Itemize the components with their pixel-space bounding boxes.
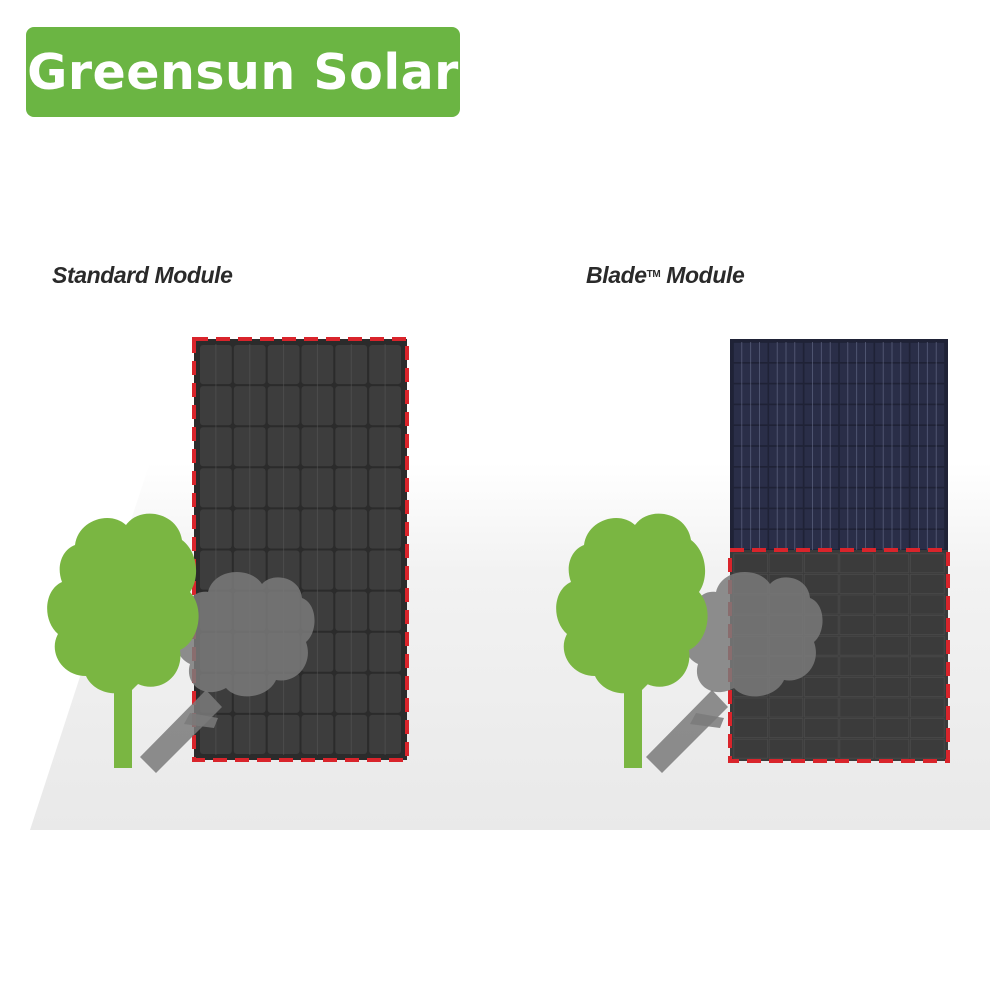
blade-shaded-cell [839,656,874,677]
blade-shaded-cell [804,677,839,697]
blade-shaded-cell [733,738,768,759]
tree-left [47,513,199,768]
blade-shaded-cell [874,697,910,718]
blade-shaded-cell [733,697,768,718]
tree-shadow-canopy [175,572,315,697]
blade-shaded-cell [839,677,874,697]
blade-shaded-cell [874,738,910,759]
blade-shaded-cell [839,553,874,574]
blade-shaded-cell [733,718,768,738]
blade-shaded-cell [768,697,804,718]
blade-shaded-cell [874,635,910,656]
blade-module-label: BladeTM Module [586,262,745,289]
blade-shaded-cell [839,635,874,656]
blade-shaded-cell [768,738,804,759]
trademark-mark: TM [646,269,661,280]
blade-shaded-cell [874,677,910,697]
tree-right-canopy [556,513,708,694]
blade-shaded-cell [910,594,945,615]
module-word: Module [660,262,745,288]
blade-shaded-cell [839,574,874,594]
blade-shaded-cell [804,738,839,759]
tree-shadow-trunk [646,690,728,773]
blade-shaded-cell [839,594,874,615]
tree-right [556,513,708,768]
blade-shaded-cell [874,594,910,615]
blade-shaded-cell [768,718,804,738]
tree-shadow-trunk [140,690,222,773]
tree-shadow-blade [646,572,823,773]
blade-shaded-cell [804,718,839,738]
blade-shaded-cell [874,615,910,635]
blade-shaded-cell [910,553,945,574]
blade-shaded-cell [910,677,945,697]
blade-shaded-cell [804,574,839,594]
blade-shaded-cell [910,574,945,594]
blade-name: Blade [586,262,647,288]
brand-badge: Greensun Solar [26,27,460,117]
blade-shaded-cell [910,656,945,677]
blade-shaded-cell [768,553,804,574]
standard-panel-shade-outline [192,337,409,762]
blade-shaded-cell [839,615,874,635]
tree-shadow-branch [690,713,724,728]
tree-shadow-canopy [683,572,823,697]
blade-shaded-cell [804,697,839,718]
blade-shaded-cell [839,697,874,718]
blade-shaded-cell [874,574,910,594]
blade-shaded-cell [839,718,874,738]
blade-shaded-cell [910,738,945,759]
brand-name: Greensun Solar [27,43,459,101]
blade-shaded-cell [874,718,910,738]
tree-shadow-standard [140,572,315,773]
blade-shaded-cell [910,635,945,656]
standard-module-label: Standard Module [52,262,233,288]
blade-shaded-cell [910,615,945,635]
blade-shaded-cell [874,553,910,574]
blade-shaded-cell [804,553,839,574]
blade-shaded-cell [839,738,874,759]
blade-shaded-cell [874,656,910,677]
standard-panel [192,337,409,762]
blade-shaded-cell [910,697,945,718]
tree-shadow-branch [184,713,218,728]
tree-left-canopy [47,513,199,694]
blade-panel [728,339,950,763]
blade-shaded-cell [910,718,945,738]
